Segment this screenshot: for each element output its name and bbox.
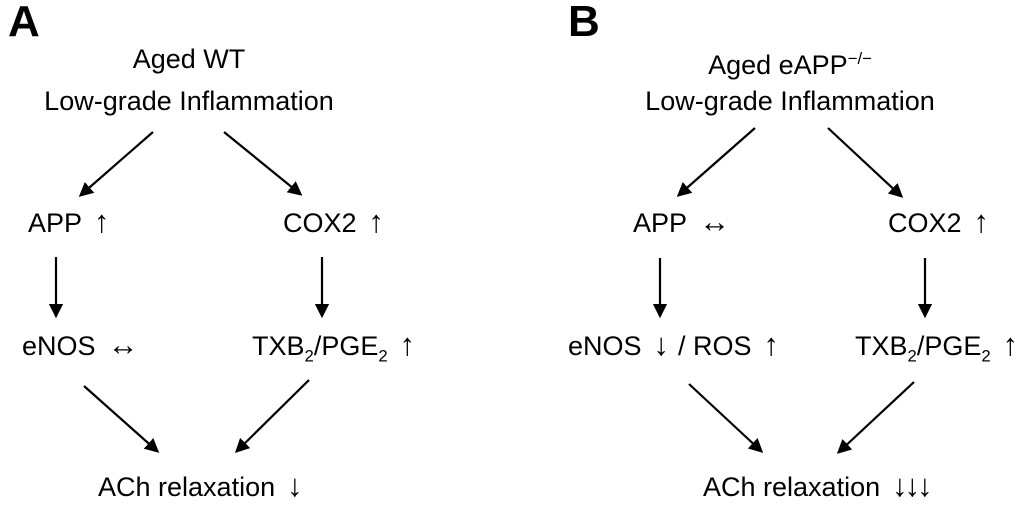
arrow-a-txb-to-ach (234, 379, 310, 454)
up-arrow-icon: ↑ (368, 204, 384, 239)
arrow-b-inflammation-to-app (676, 127, 756, 197)
arrow-a-enos-to-ach (83, 385, 160, 453)
node-label: COX2 (888, 208, 962, 238)
node-ach-relaxation-b: ACh relaxation ↓↓↓ (703, 468, 933, 503)
node-txb2-pge2-a: TXB2/PGE2 ↑ (252, 327, 415, 372)
node-label: / ROS (678, 331, 752, 361)
node-app-b: APP ↔ (633, 204, 730, 239)
node-txb2-pge2-b: TXB2/PGE2 ↑ (855, 327, 1018, 372)
panel-b-label: B (568, 0, 600, 46)
panel-a-label: A (8, 0, 40, 46)
node-cox2-b: COX2 ↑ (888, 204, 989, 239)
node-label: eNOS (22, 331, 96, 361)
node-label: TXB2/PGE2 (855, 331, 991, 366)
node-label: APP (633, 208, 688, 238)
up-arrow-icon: ↑ (399, 327, 415, 362)
left-right-arrow-icon: ↔ (699, 204, 730, 239)
left-right-arrow-icon: ↔ (107, 327, 139, 362)
node-label: ACh relaxation (703, 472, 881, 502)
up-arrow-icon: ↑ (1002, 327, 1018, 362)
up-arrow-icon: ↑ (973, 204, 989, 239)
up-arrow-icon: ↑ (94, 204, 109, 239)
panel-a-subtitle: Low-grade Inflammation (44, 86, 334, 116)
node-enos-ros-b: eNOS ↓ / ROS ↑ (568, 327, 779, 362)
arrow-b-inflammation-to-cox2 (827, 127, 904, 198)
node-ach-relaxation-a: ACh relaxation ↓ (98, 468, 302, 503)
node-label: APP (28, 208, 83, 238)
arrow-a-inflammation-to-cox2 (223, 131, 303, 196)
panel-a-title: Aged WT (132, 44, 246, 74)
triple-down-arrow-icon: ↓↓↓ (892, 468, 932, 503)
arrow-a-inflammation-to-app (78, 131, 154, 197)
down-arrow-icon: ↓ (287, 468, 302, 503)
node-enos-a: eNOS ↔ (22, 327, 139, 362)
node-label: eNOS (568, 331, 642, 361)
panel-b-subtitle: Low-grade Inflammation (645, 86, 935, 116)
arrow-b-enos-to-ach (688, 383, 764, 453)
node-label: ACh relaxation (98, 472, 276, 502)
node-label: TXB2/PGE2 (252, 331, 388, 366)
node-app-a: APP ↑ (28, 204, 109, 239)
node-label: COX2 (283, 208, 357, 238)
up-arrow-icon: ↑ (763, 327, 779, 362)
down-arrow-icon: ↓ (653, 327, 669, 362)
node-cox2-a: COX2 ↑ (283, 204, 384, 239)
panel-b-title: Aged eAPP−/− (708, 49, 872, 80)
arrow-b-txb-to-ach (836, 381, 915, 454)
